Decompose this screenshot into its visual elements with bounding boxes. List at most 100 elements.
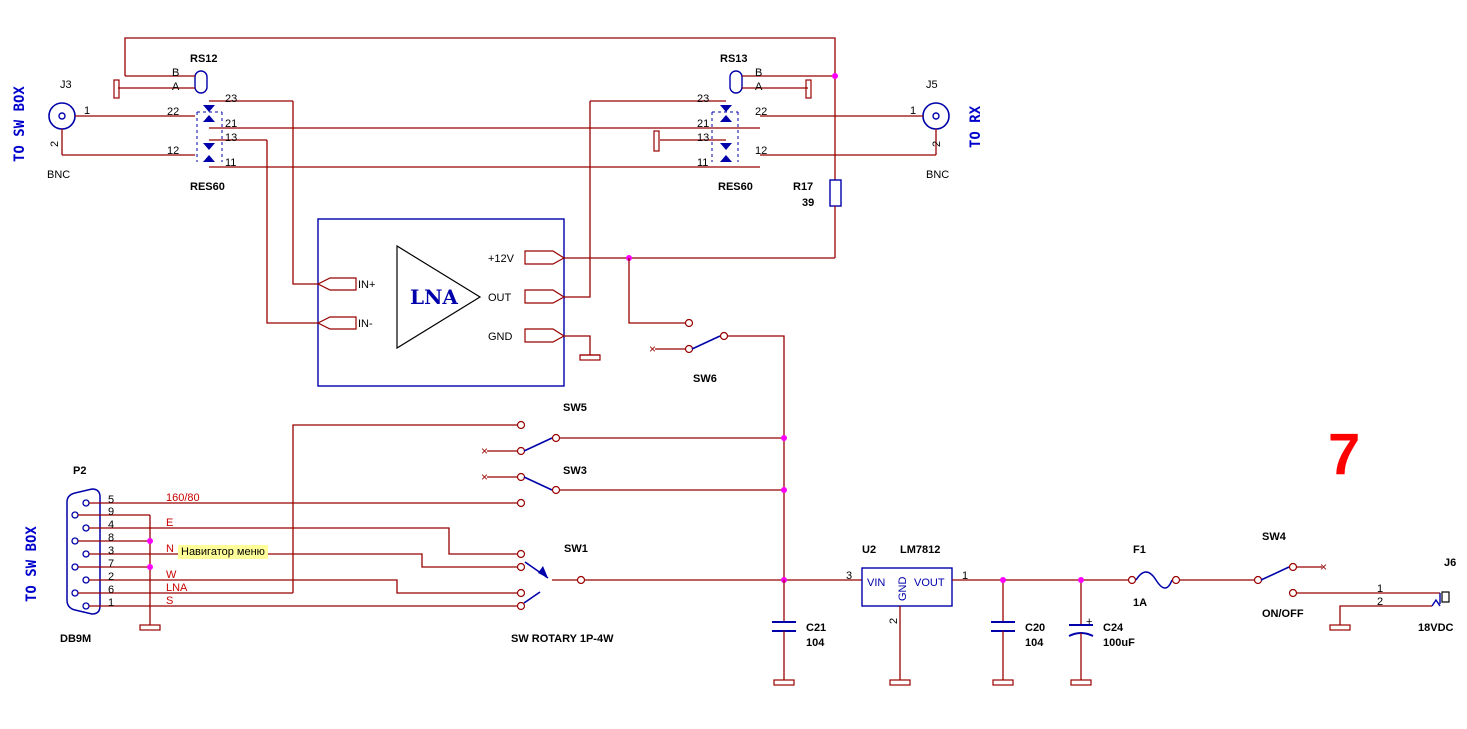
u2-pin-out: 1 (962, 570, 968, 582)
db9-pin-number: 2 (108, 571, 114, 583)
rs12-pin23: 23 (225, 93, 237, 105)
dc-jack-j6 (1329, 591, 1450, 631)
lna-in-plus: IN+ (358, 279, 375, 291)
rs12-pin11: 11 (225, 157, 236, 169)
rs13-type: RES60 (718, 181, 753, 193)
db9-pin-signal: 160/80 (166, 492, 200, 504)
c20-value: 104 (1025, 637, 1044, 649)
c21-ref: C21 (806, 622, 826, 634)
lna-gnd: GND (488, 331, 513, 343)
j6-value: 18VDC (1418, 622, 1454, 634)
capacitor-c20 (991, 577, 1015, 686)
f1-ref: F1 (1133, 544, 1146, 556)
side-label-to-sw-box-bottom: TO SW BOX (24, 526, 40, 602)
u2-gnd: GND (897, 577, 909, 602)
rs12-type: RES60 (190, 181, 225, 193)
u2-pin-gnd: 2 (888, 618, 900, 624)
db9-pin-number: 7 (108, 558, 114, 570)
switch-sw6: × (628, 258, 785, 580)
lna-v12: +12V (488, 253, 515, 265)
rs13-pin11: 11 (697, 157, 708, 169)
u2-part: LM7812 (900, 544, 940, 556)
j3-ref: J3 (60, 79, 72, 91)
lna-out: OUT (488, 292, 512, 304)
rs13-ref: RS13 (720, 53, 748, 65)
j3-type: BNC (47, 169, 70, 181)
svg-text:×: × (481, 470, 488, 484)
db9-pin-signal: N (166, 543, 174, 555)
db9-connector-p2 (66, 488, 517, 631)
relay-rs12 (113, 70, 760, 168)
c24-polarity: + (1086, 616, 1092, 628)
c20-ref: C20 (1025, 622, 1045, 634)
side-label-to-sw-box-top: TO SW BOX (12, 86, 28, 162)
j6-pin1: 1 (1377, 583, 1383, 595)
resistor-r17 (829, 73, 842, 258)
db9-pin-number: 9 (108, 506, 114, 518)
switch-sw1-rotary (516, 549, 862, 611)
db9-pin-number: 3 (108, 545, 114, 557)
sw5-ref: SW5 (563, 402, 587, 414)
fuse-f1 (1127, 571, 1254, 589)
bnc-connector-j5 (760, 102, 950, 156)
j6-pin2: 2 (1377, 596, 1383, 608)
j3-pin1: 1 (84, 105, 90, 117)
u2-vout: VOUT (914, 577, 945, 589)
rs13-pin21: 21 (697, 118, 709, 130)
u2-vin: VIN (867, 577, 885, 589)
sw1-type: SW ROTARY 1P-4W (511, 633, 614, 645)
svg-text:×: × (1320, 560, 1327, 574)
rs12-coil-a: A (172, 81, 180, 93)
p2-type: DB9M (60, 633, 91, 645)
sw1-ref: SW1 (564, 543, 588, 555)
rs12-pin22: 22 (167, 106, 179, 118)
lna-block (266, 101, 835, 387)
rs12-pin12: 12 (167, 145, 179, 157)
db9-pin-number: 8 (108, 532, 114, 544)
switch-sw5: × (292, 420, 787, 593)
rs13-pin13: 13 (697, 132, 709, 144)
rs12-coil-b: B (172, 67, 179, 79)
u2-pin-in: 3 (846, 570, 852, 582)
lna-in-minus: IN- (358, 318, 373, 330)
rs13-coil-b: B (755, 67, 762, 79)
sw4-type: ON/OFF (1262, 608, 1304, 620)
svg-text:×: × (481, 444, 488, 458)
rs12-ref: RS12 (190, 53, 218, 65)
menu-navigator-tooltip: Навигатор меню (178, 545, 268, 559)
db9-pin-number: 1 (108, 597, 114, 609)
c24-ref: C24 (1103, 622, 1124, 634)
bnc-connector-j3 (48, 102, 195, 156)
sw3-ref: SW3 (563, 465, 587, 477)
rs13-pin23: 23 (697, 93, 709, 105)
db9-pin-signal: S (166, 595, 173, 607)
switch-sw4: × (1253, 560, 1440, 598)
sw6-ref: SW6 (693, 373, 717, 385)
relay-rs13 (590, 70, 835, 162)
db9-pin-signal: E (166, 517, 173, 529)
regulator-u2 (861, 567, 1128, 686)
u2-ref: U2 (862, 544, 876, 556)
capacitor-c24 (1068, 577, 1094, 686)
rs13-pin12: 12 (755, 145, 767, 157)
r17-ref: R17 (793, 181, 813, 193)
top-loop-wire (124, 37, 836, 76)
j6-ref: J6 (1444, 557, 1456, 569)
svg-text:×: × (649, 342, 656, 356)
db9-pin-signal: LNA (166, 582, 188, 594)
side-label-to-rx: TO RX (968, 105, 984, 148)
db9-pin-number: 6 (108, 584, 114, 596)
db9-pin-number: 4 (108, 519, 114, 531)
j5-type: BNC (926, 169, 949, 181)
rs13-pin22: 22 (755, 106, 767, 118)
switch-sw3: × (481, 470, 787, 508)
p2-ref: P2 (73, 465, 86, 477)
f1-value: 1A (1133, 597, 1147, 609)
db9-pin-signal: W (166, 569, 177, 581)
rs13-coil-a: A (755, 81, 763, 93)
rs12-pin21: 21 (225, 118, 237, 130)
lna-title: LNA (410, 285, 458, 309)
j3-pin2: 2 (49, 141, 61, 147)
